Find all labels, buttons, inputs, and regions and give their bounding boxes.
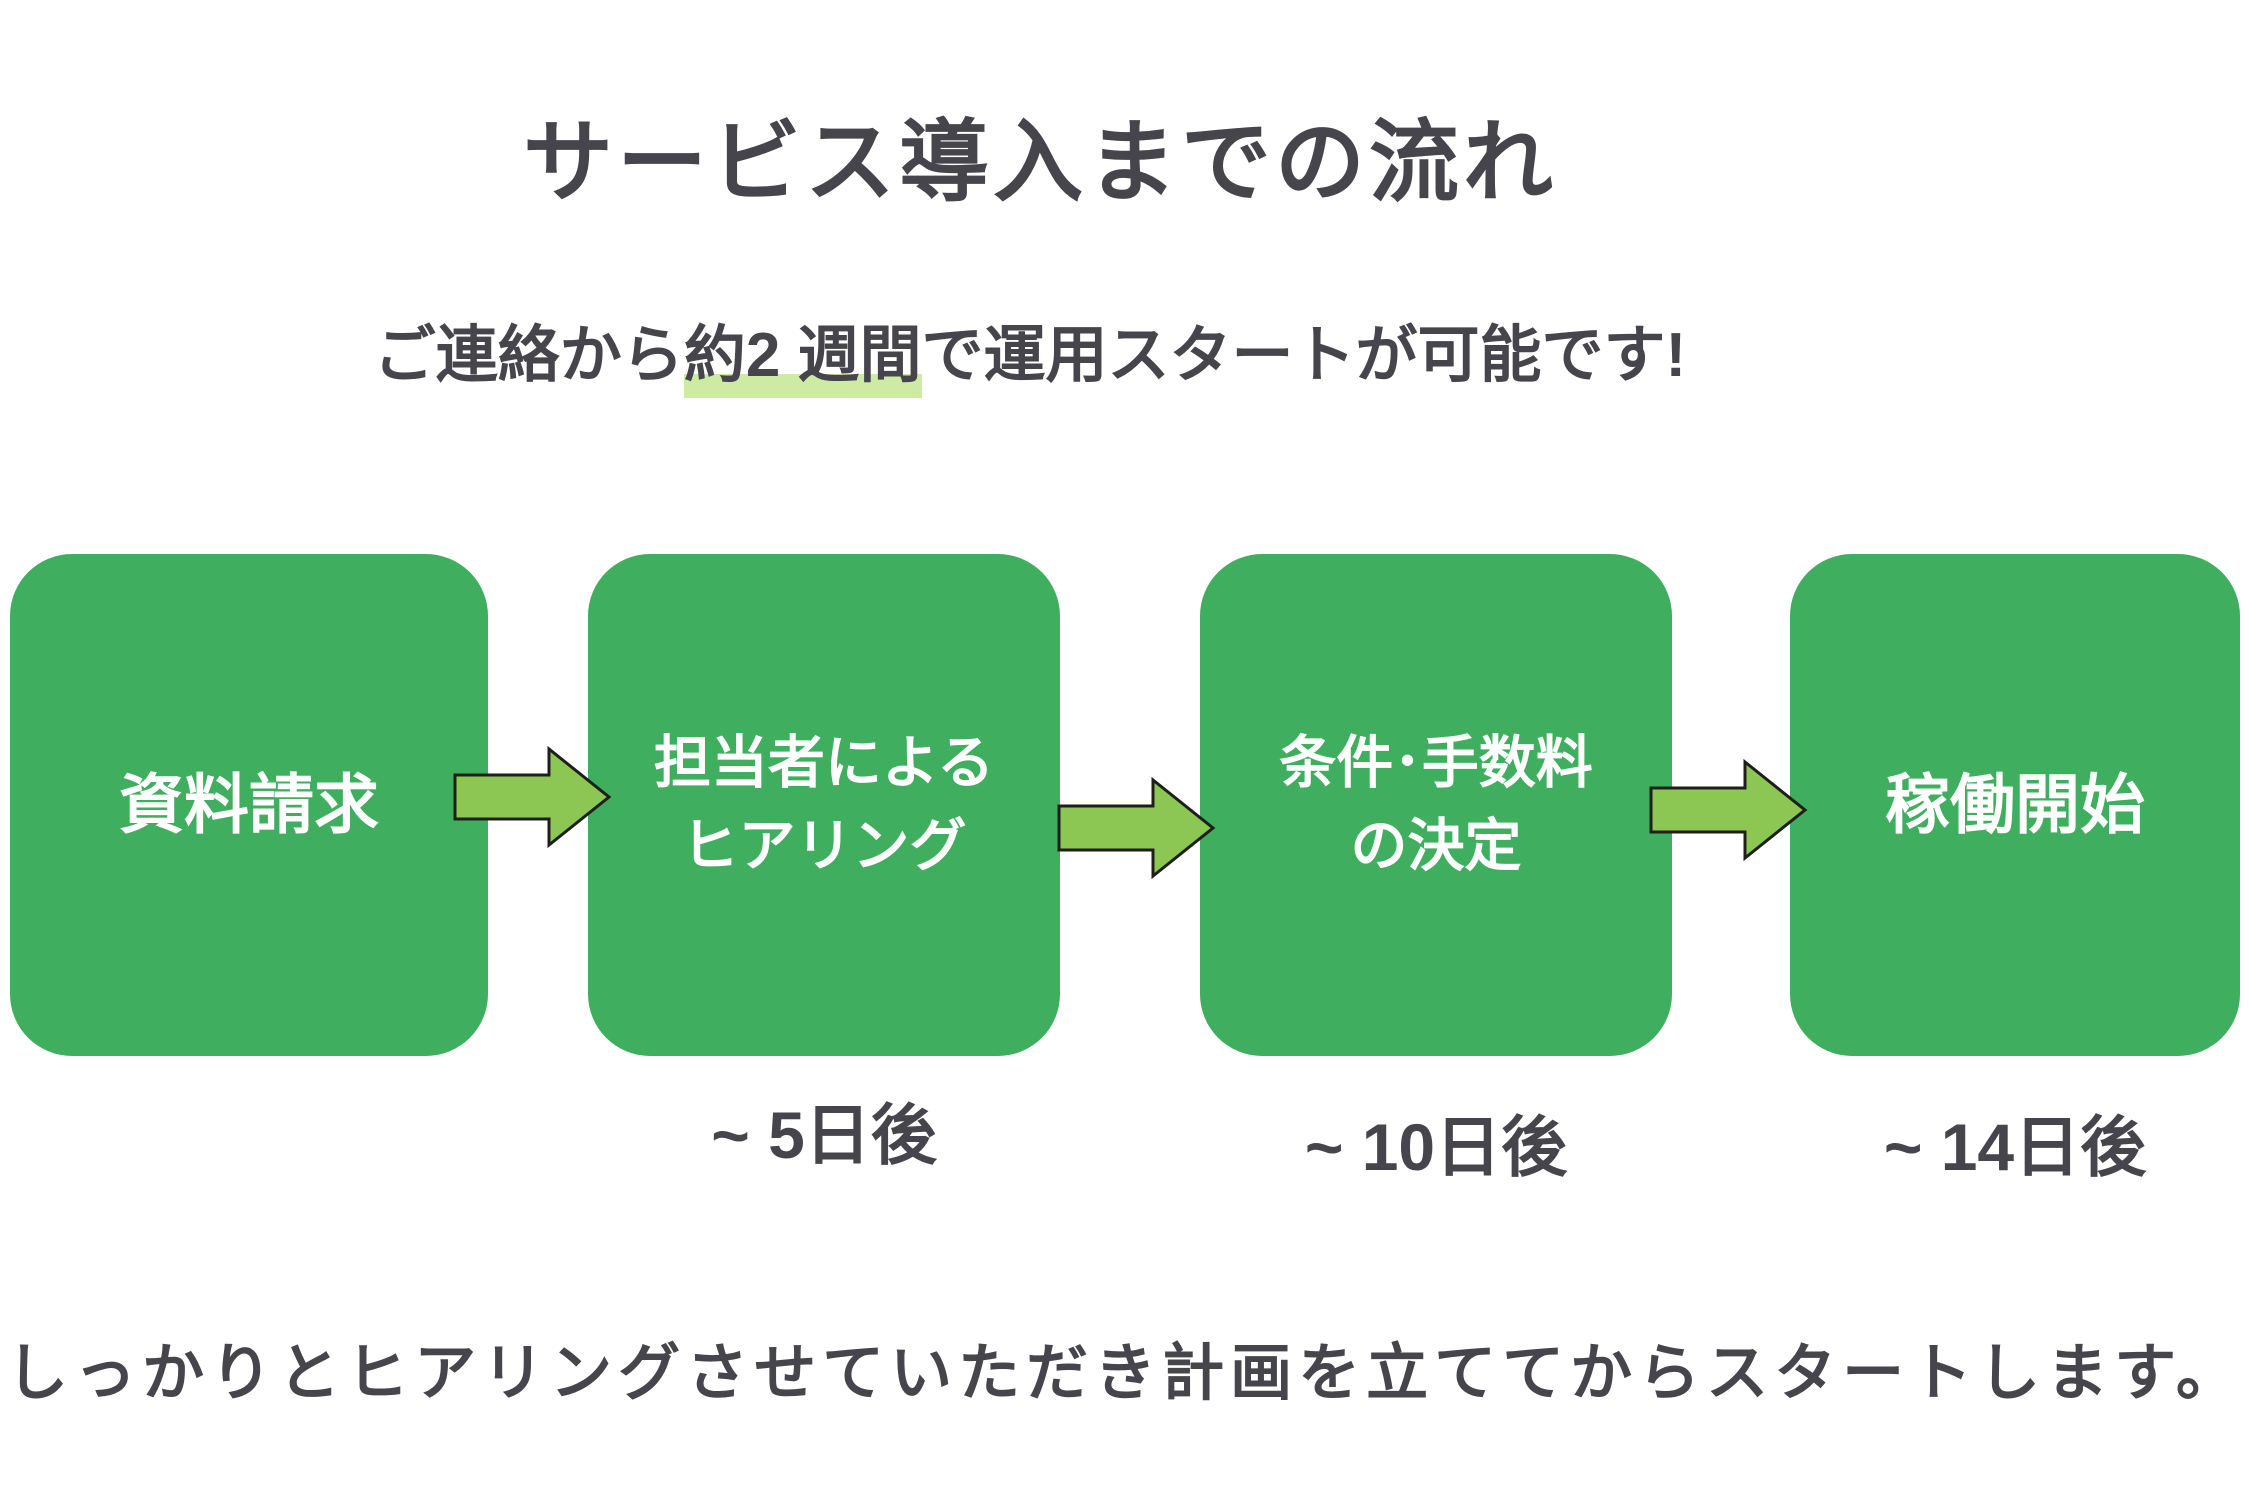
footer-note: しっかりとヒアリングさせていただき計画を立ててからスタートします。 (6, 1339, 2244, 1408)
step-label: 資料請求 (118, 767, 379, 841)
timing-label: ~ 10日後 (1304, 1110, 1568, 1184)
flow-step-conditions-fees: 条件･手数料 の決定 (1200, 554, 1672, 1056)
step-label: の決定 (1350, 814, 1522, 878)
right-arrow-icon (453, 745, 612, 849)
timing-label: ~ 14日後 (1883, 1110, 2147, 1184)
step-label: 条件･手数料 (1279, 731, 1593, 796)
flow-step-document-request: 資料請求 (10, 554, 488, 1056)
flow-step-start-operation: 稼働開始 (1790, 554, 2240, 1056)
page-title: サービス導入までの流れ (523, 113, 1557, 213)
flow-step-hearing: 担当者による ヒアリング (588, 554, 1060, 1056)
subtitle-suffix: で運用スタートが可能です! (921, 321, 1687, 390)
step-label: 稼働開始 (1884, 767, 2145, 841)
right-arrow-icon (1649, 758, 1808, 862)
step-label: 担当者による (653, 731, 995, 796)
subtitle-highlight: 約2 週間 (683, 321, 922, 398)
step-label: ヒアリング (681, 814, 967, 878)
timing-label: ~ 5日後 (711, 1098, 937, 1172)
right-arrow-icon (1057, 776, 1216, 880)
subtitle-prefix: ご連絡から (373, 321, 684, 390)
subtitle: ご連絡から約2 週間で運用スタートが可能です! (0, 316, 2060, 398)
